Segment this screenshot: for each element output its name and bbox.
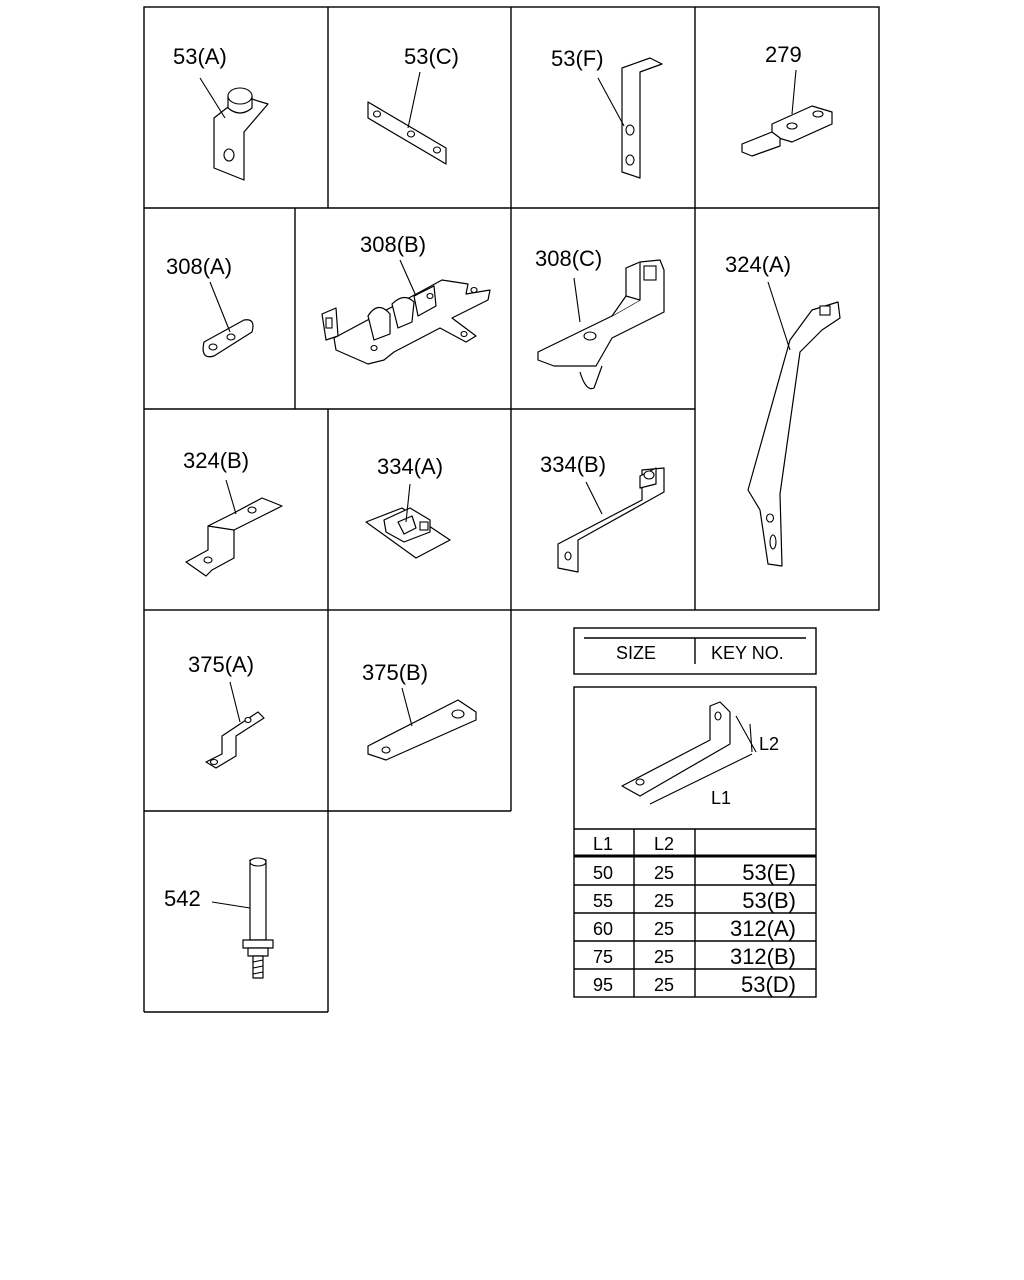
cell-l1: 60 xyxy=(593,919,613,939)
part-308b[interactable]: 308(B) xyxy=(321,232,491,365)
label-542: 542 xyxy=(164,886,201,911)
part-375b[interactable]: 375(B) xyxy=(362,660,477,761)
header-key-no: KEY NO. xyxy=(711,643,784,663)
grid-lines xyxy=(143,6,880,1013)
header-size: SIZE xyxy=(616,643,656,663)
generic-bracket-drawing: L2 L1 xyxy=(621,701,779,808)
col-l1: L1 xyxy=(593,834,613,854)
cell-key: 312(B) xyxy=(730,944,796,969)
label-308c: 308(C) xyxy=(535,246,602,271)
cell-key: 53(E) xyxy=(742,860,796,885)
label-308a: 308(A) xyxy=(166,254,232,279)
label-279: 279 xyxy=(765,42,802,67)
table-row: 75 25 312(B) xyxy=(593,944,796,969)
size-table: SIZE KEY NO. L2 L1 L1 L2 50 25 5 xyxy=(573,627,817,998)
cell-key: 53(B) xyxy=(742,888,796,913)
part-279[interactable]: 279 xyxy=(741,42,833,157)
part-324a[interactable]: 324(A) xyxy=(725,252,841,567)
label-334a: 334(A) xyxy=(377,454,443,479)
cell-l2: 25 xyxy=(654,919,674,939)
part-53a[interactable]: 53(A) xyxy=(173,44,269,181)
label-53f: 53(F) xyxy=(551,46,604,71)
label-53c: 53(C) xyxy=(404,44,459,69)
cell-l1: 50 xyxy=(593,863,613,883)
table-row: 60 25 312(A) xyxy=(593,916,796,941)
label-375b: 375(B) xyxy=(362,660,428,685)
table-row: 50 25 53(E) xyxy=(593,860,796,885)
table-row: 95 25 53(D) xyxy=(593,972,796,997)
part-324b[interactable]: 324(B) xyxy=(183,448,283,577)
dim-l1: L1 xyxy=(711,788,731,808)
part-375a[interactable]: 375(A) xyxy=(188,652,265,769)
cell-l2: 25 xyxy=(654,975,674,995)
cell-l1: 75 xyxy=(593,947,613,967)
part-308a[interactable]: 308(A) xyxy=(166,254,254,358)
part-542[interactable]: 542 xyxy=(164,857,274,979)
col-l2: L2 xyxy=(654,834,674,854)
label-308b: 308(B) xyxy=(360,232,426,257)
cell-l2: 25 xyxy=(654,947,674,967)
part-53f[interactable]: 53(F) xyxy=(551,46,663,179)
cell-l1: 55 xyxy=(593,891,613,911)
part-334b[interactable]: 334(B) xyxy=(540,452,665,573)
dim-l2: L2 xyxy=(759,734,779,754)
cell-key: 53(D) xyxy=(741,972,796,997)
cell-l2: 25 xyxy=(654,863,674,883)
table-row: 55 25 53(B) xyxy=(593,888,796,913)
part-53c[interactable]: 53(C) xyxy=(367,44,459,165)
part-308c[interactable]: 308(C) xyxy=(535,246,665,390)
part-334a[interactable]: 334(A) xyxy=(365,454,451,559)
label-324a: 324(A) xyxy=(725,252,791,277)
cell-key: 312(A) xyxy=(730,916,796,941)
label-324b: 324(B) xyxy=(183,448,249,473)
label-375a: 375(A) xyxy=(188,652,254,677)
label-334b: 334(B) xyxy=(540,452,606,477)
cell-l1: 95 xyxy=(593,975,613,995)
label-53a: 53(A) xyxy=(173,44,227,69)
cell-l2: 25 xyxy=(654,891,674,911)
